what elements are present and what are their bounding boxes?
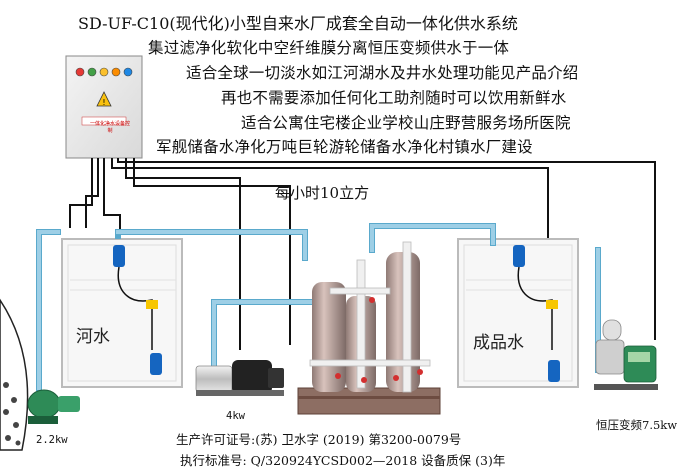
capacity-label: 每小时10立方	[275, 184, 370, 202]
control-cables	[69, 158, 656, 350]
left-edge-decoration	[0, 298, 29, 451]
filtration-unit	[297, 241, 441, 415]
product-water-label: 成品水	[473, 333, 524, 353]
indicator-light	[123, 67, 133, 77]
indicator-light	[111, 67, 121, 77]
raw-pump-power-label: 2.2kw	[36, 434, 68, 446]
headline-3: 再也不需要添加任何化工助剂随时可以饮用新鲜水	[221, 89, 567, 107]
headline-1: 集过滤净化软化中空纤维膜分离恒压变频供水于一体	[148, 39, 510, 57]
indicator-lights	[75, 67, 133, 77]
float-switch-product	[513, 245, 560, 382]
water-pipes	[36, 223, 601, 391]
booster-pump-power-label: 4kw	[226, 410, 245, 422]
indicator-light	[99, 67, 109, 77]
product-title: SD-UF-C10(现代化)小型自来水厂成套全自动一体化供水系统	[78, 14, 518, 33]
float-switch-raw	[113, 245, 162, 375]
booster-pump	[195, 360, 284, 396]
raw-water-label: 河水	[76, 327, 110, 347]
execution-standard: 执行标准号: Q/320924YCSD002—2018 设备质保 (3)年	[180, 453, 506, 468]
svg-text:!: !	[102, 98, 105, 107]
control-panel-caption: 一体化净水设备控制	[89, 121, 130, 134]
headline-2: 适合全球一切淡水如江河湖水及井水处理功能见产品介绍	[186, 64, 579, 82]
indicator-light	[87, 67, 97, 77]
vfd-pump-power-label: 恒压变频7.5kw	[596, 418, 678, 432]
headline-4: 适合公寓住宅楼企业学校山庄野营服务场所医院	[241, 114, 571, 132]
raw-water-pump	[27, 389, 80, 424]
indicator-light	[75, 67, 85, 77]
headline-5: 军舰储备水净化万吨巨轮游轮储备水净化村镇水厂建设	[156, 138, 533, 156]
production-permit: 生产许可证号:(苏) 卫水字 (2019) 第3200-0079号	[176, 432, 462, 447]
variable-frequency-pump	[594, 319, 658, 390]
warning-icon	[96, 91, 112, 107]
